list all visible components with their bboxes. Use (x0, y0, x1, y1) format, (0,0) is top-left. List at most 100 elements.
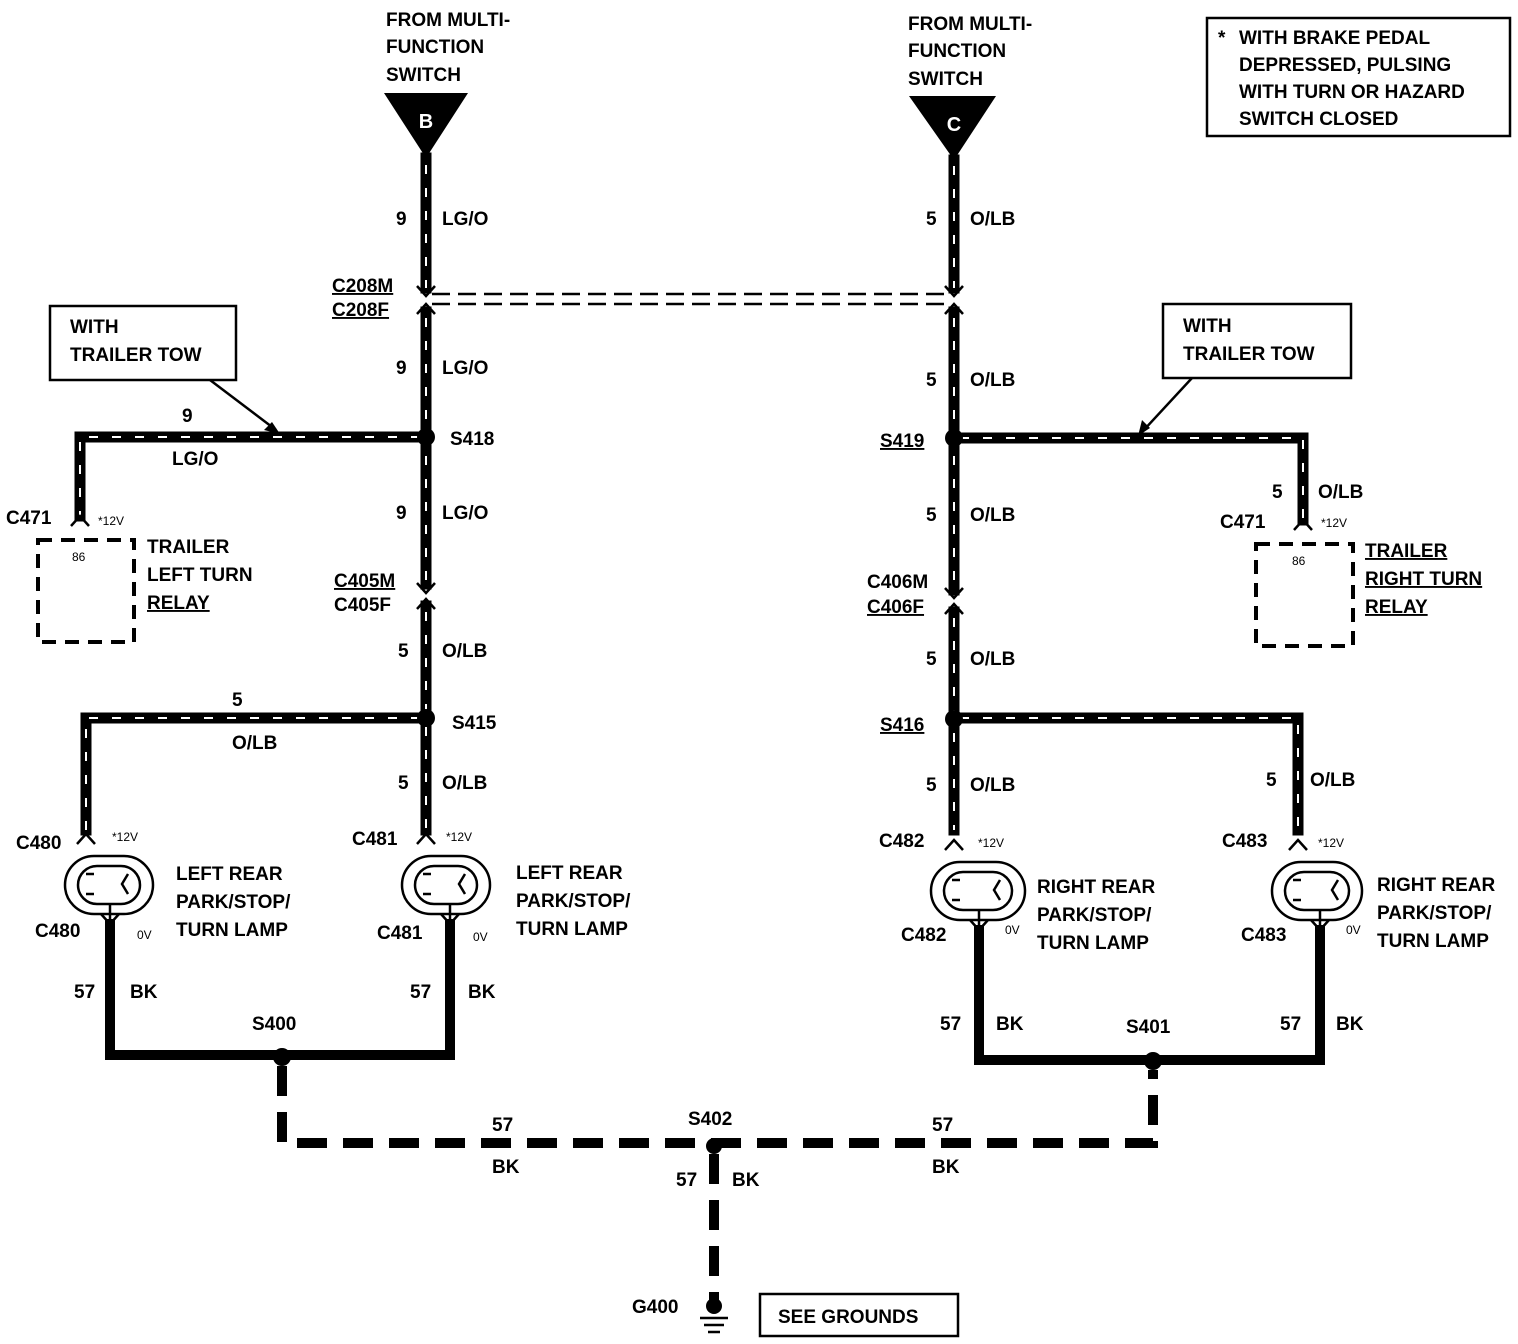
svg-text:LEFT REAR: LEFT REAR (516, 863, 623, 884)
svg-text:57: 57 (940, 1014, 961, 1035)
svg-text:FROM MULTI-: FROM MULTI- (908, 14, 1032, 35)
svg-text:BK: BK (1336, 1014, 1364, 1035)
svg-text:0V: 0V (137, 928, 152, 942)
svg-text:RIGHT REAR: RIGHT REAR (1377, 875, 1496, 896)
svg-text:FUNCTION: FUNCTION (386, 37, 484, 58)
splice-s419 (945, 429, 963, 447)
svg-text:TURN LAMP: TURN LAMP (1377, 931, 1489, 952)
splice-s402 (706, 1138, 722, 1154)
svg-text:O/LB: O/LB (970, 775, 1015, 796)
svg-text:*12V: *12V (112, 830, 138, 844)
svg-text:5: 5 (398, 773, 409, 794)
svg-text:5: 5 (1266, 770, 1277, 791)
svg-text:WITH TURN OR HAZARD: WITH TURN OR HAZARD (1239, 82, 1465, 103)
svg-text:FROM MULTI-: FROM MULTI- (386, 10, 510, 31)
svg-text:O/LB: O/LB (232, 733, 277, 754)
svg-text:C405M: C405M (334, 571, 395, 592)
lamp-3: *12V 0V RIGHT REAR PARK/STOP/ TURN LAMP (929, 836, 1156, 954)
splice-s415 (417, 709, 435, 727)
svg-text:C406F: C406F (867, 597, 924, 618)
svg-text:C406M: C406M (867, 572, 928, 593)
svg-text:TRAILER TOW: TRAILER TOW (1183, 344, 1315, 365)
svg-text:5: 5 (398, 641, 409, 662)
svg-text:C480: C480 (16, 833, 61, 854)
source-left: FROM MULTI- FUNCTION SWITCH B (384, 10, 510, 158)
svg-text:RELAY: RELAY (147, 593, 210, 614)
c208-link (432, 292, 950, 306)
svg-text:O/LB: O/LB (442, 773, 487, 794)
svg-text:FUNCTION: FUNCTION (908, 41, 1006, 62)
svg-text:BK: BK (492, 1157, 520, 1178)
svg-text:5: 5 (926, 209, 937, 230)
svg-text:O/LB: O/LB (442, 641, 487, 662)
svg-text:LG/O: LG/O (442, 503, 488, 524)
relay-right: 86 *12V TRAILER RIGHT TURN RELAY (1254, 516, 1482, 648)
svg-text:O/LB: O/LB (970, 209, 1015, 230)
svg-text:TRAILER: TRAILER (147, 537, 230, 558)
svg-text:TURN LAMP: TURN LAMP (1037, 933, 1149, 954)
svg-text:5: 5 (926, 649, 937, 670)
left-trunk-wires (74, 152, 432, 836)
svg-text:BK: BK (996, 1014, 1024, 1035)
svg-text:C471: C471 (6, 508, 52, 529)
svg-text:SWITCH: SWITCH (386, 65, 461, 86)
svg-text:B: B (419, 111, 433, 133)
svg-text:LEFT TURN: LEFT TURN (147, 565, 253, 586)
svg-text:WITH BRAKE PEDAL: WITH BRAKE PEDAL (1239, 28, 1430, 49)
callout-left: WITH TRAILER TOW (48, 304, 280, 434)
svg-text:C405F: C405F (334, 595, 391, 616)
svg-text:PARK/STOP/: PARK/STOP/ (516, 891, 631, 912)
svg-text:9: 9 (396, 503, 407, 524)
svg-text:5: 5 (926, 370, 937, 391)
source-right: FROM MULTI- FUNCTION SWITCH C (908, 14, 1032, 160)
svg-text:57: 57 (676, 1170, 697, 1191)
callout-right: WITH TRAILER TOW (1138, 302, 1353, 436)
lamp-4: *12V 0V RIGHT REAR PARK/STOP/ TURN LAMP (1270, 836, 1496, 952)
svg-text:9: 9 (396, 358, 407, 379)
ground-wire-labels: 57 BK 57 BK 57 BK 57 BK 57 BK 57 BK 57 B… (74, 982, 1364, 1191)
svg-text:0V: 0V (1346, 923, 1361, 937)
connector-labels: C208M C208F C405M C405F C406M C406F C471… (6, 276, 1286, 946)
svg-text:WITH: WITH (70, 317, 119, 338)
svg-text:*12V: *12V (1321, 516, 1347, 530)
svg-text:BK: BK (130, 982, 158, 1003)
splice-s401 (1144, 1052, 1162, 1070)
svg-text:G400: G400 (632, 1297, 678, 1318)
svg-text:O/LB: O/LB (970, 649, 1015, 670)
svg-text:SEE GROUNDS: SEE GROUNDS (778, 1307, 918, 1328)
svg-text:*12V: *12V (98, 514, 124, 528)
svg-text:S400: S400 (252, 1014, 296, 1035)
svg-text:C480: C480 (35, 921, 80, 942)
svg-text:C208M: C208M (332, 276, 393, 297)
svg-text:57: 57 (1280, 1014, 1301, 1035)
svg-text:C471: C471 (1220, 512, 1266, 533)
relay-left: 86 *12V TRAILER LEFT TURN RELAY (36, 514, 253, 644)
lamp-1: *12V 0V LEFT REAR PARK/STOP/ TURN LAMP (63, 830, 291, 942)
svg-text:PARK/STOP/: PARK/STOP/ (1037, 905, 1152, 926)
svg-text:57: 57 (492, 1115, 513, 1136)
right-trunk-wires (948, 154, 1309, 836)
svg-text:O/LB: O/LB (1310, 770, 1355, 791)
splice-s416 (945, 710, 963, 728)
svg-text:*12V: *12V (446, 830, 472, 844)
svg-text:O/LB: O/LB (970, 505, 1015, 526)
svg-text:TRAILER: TRAILER (1365, 541, 1448, 562)
svg-text:S415: S415 (452, 713, 497, 734)
wire-labels: 9 LG/O 9 LG/O 9 LG/O 5 O/LB 5 O/LB 9 LG/… (172, 209, 1363, 796)
svg-text:S416: S416 (880, 715, 924, 736)
svg-text:BK: BK (468, 982, 496, 1003)
svg-text:9: 9 (182, 406, 193, 427)
svg-text:C481: C481 (377, 923, 423, 944)
lamp-2: *12V 0V LEFT REAR PARK/STOP/ TURN LAMP (400, 830, 631, 944)
svg-text:C483: C483 (1241, 925, 1286, 946)
svg-text:5: 5 (1272, 482, 1283, 503)
svg-text:S402: S402 (688, 1109, 732, 1130)
svg-text:RIGHT TURN: RIGHT TURN (1365, 569, 1482, 590)
svg-text:S419: S419 (880, 431, 924, 452)
svg-text:LG/O: LG/O (442, 209, 488, 230)
svg-text:*: * (1218, 28, 1226, 49)
svg-text:57: 57 (410, 982, 431, 1003)
svg-text:C482: C482 (879, 831, 924, 852)
svg-text:*12V: *12V (978, 836, 1004, 850)
